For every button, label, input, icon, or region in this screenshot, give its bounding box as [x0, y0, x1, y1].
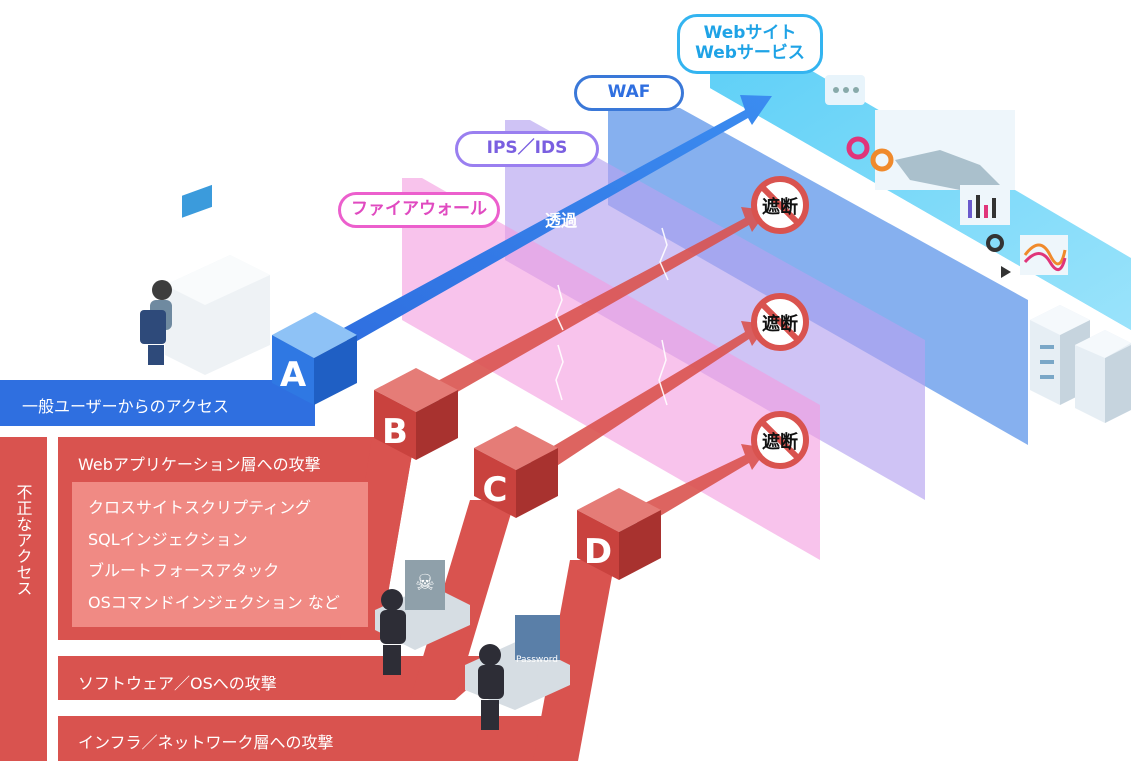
webapp-items-box [72, 482, 368, 627]
unauthorized-bar [0, 437, 47, 761]
ips-ids-label: IPS／IDS [455, 131, 599, 167]
svg-text:遮断: 遮断 [762, 431, 798, 453]
website-label-line2: Webサービス [695, 43, 805, 63]
block-icon-2: 遮断 [751, 293, 809, 351]
hacker-illustration-1: ☠ [375, 560, 470, 675]
cube-c: C [474, 426, 558, 518]
website-label: Webサイト Webサービス [677, 14, 823, 74]
cube-d: D [577, 488, 661, 580]
pass-label: 透過 [545, 211, 578, 230]
svg-text:Password: Password [516, 655, 558, 665]
website-dashboard [825, 75, 1068, 281]
normal-access-bar [0, 380, 315, 426]
blocked-arrow-b [430, 207, 768, 402]
block-icon-3: 遮断 [751, 411, 809, 469]
normal-access-label: 一般ユーザーからのアクセス [22, 397, 229, 416]
infra-attack-block [58, 716, 585, 761]
website-label-line1: Webサイト [703, 23, 797, 44]
hacker-illustration-2: Password [465, 615, 570, 730]
software-os-link [410, 500, 515, 700]
crack-marks [555, 227, 669, 406]
webapp-attack-item: OSコマンドインジェクション など [88, 593, 340, 612]
svg-text:D: D [584, 532, 612, 572]
server-rack-icons [1030, 305, 1131, 423]
svg-text:☠: ☠ [415, 571, 435, 596]
cube-a: A [272, 312, 357, 405]
pass-arrow [340, 95, 772, 345]
infra-attack-label: インフラ／ネットワーク層への攻撃 [78, 733, 334, 752]
block-icon-1: 遮断 [751, 176, 809, 234]
webapp-attack-item: クロスサイトスクリプティング [88, 498, 312, 517]
svg-text:遮断: 遮断 [762, 313, 798, 335]
blocked-arrow-d [630, 444, 768, 528]
cube-b: B [374, 368, 458, 460]
webapp-attack-item: ブルートフォースアタック [88, 561, 280, 580]
webapp-attack-title: Webアプリケーション層への攻撃 [78, 455, 321, 474]
infra-link [533, 560, 615, 761]
unauthorized-label: 不正なアクセス [14, 484, 33, 596]
webapp-attack-item: SQLインジェクション [88, 530, 248, 549]
normal-user-illustration [140, 184, 270, 375]
firewall-panel [402, 178, 820, 560]
svg-text:A: A [280, 355, 307, 395]
svg-text:遮断: 遮断 [762, 196, 798, 218]
svg-text:B: B [382, 412, 408, 452]
firewall-label: ファイアウォール [338, 192, 500, 228]
software-os-attack-label: ソフトウェア／OSへの攻撃 [78, 674, 277, 693]
blocked-arrow-c [530, 321, 768, 477]
svg-text:C: C [483, 470, 508, 510]
waf-label: WAF [574, 75, 684, 111]
